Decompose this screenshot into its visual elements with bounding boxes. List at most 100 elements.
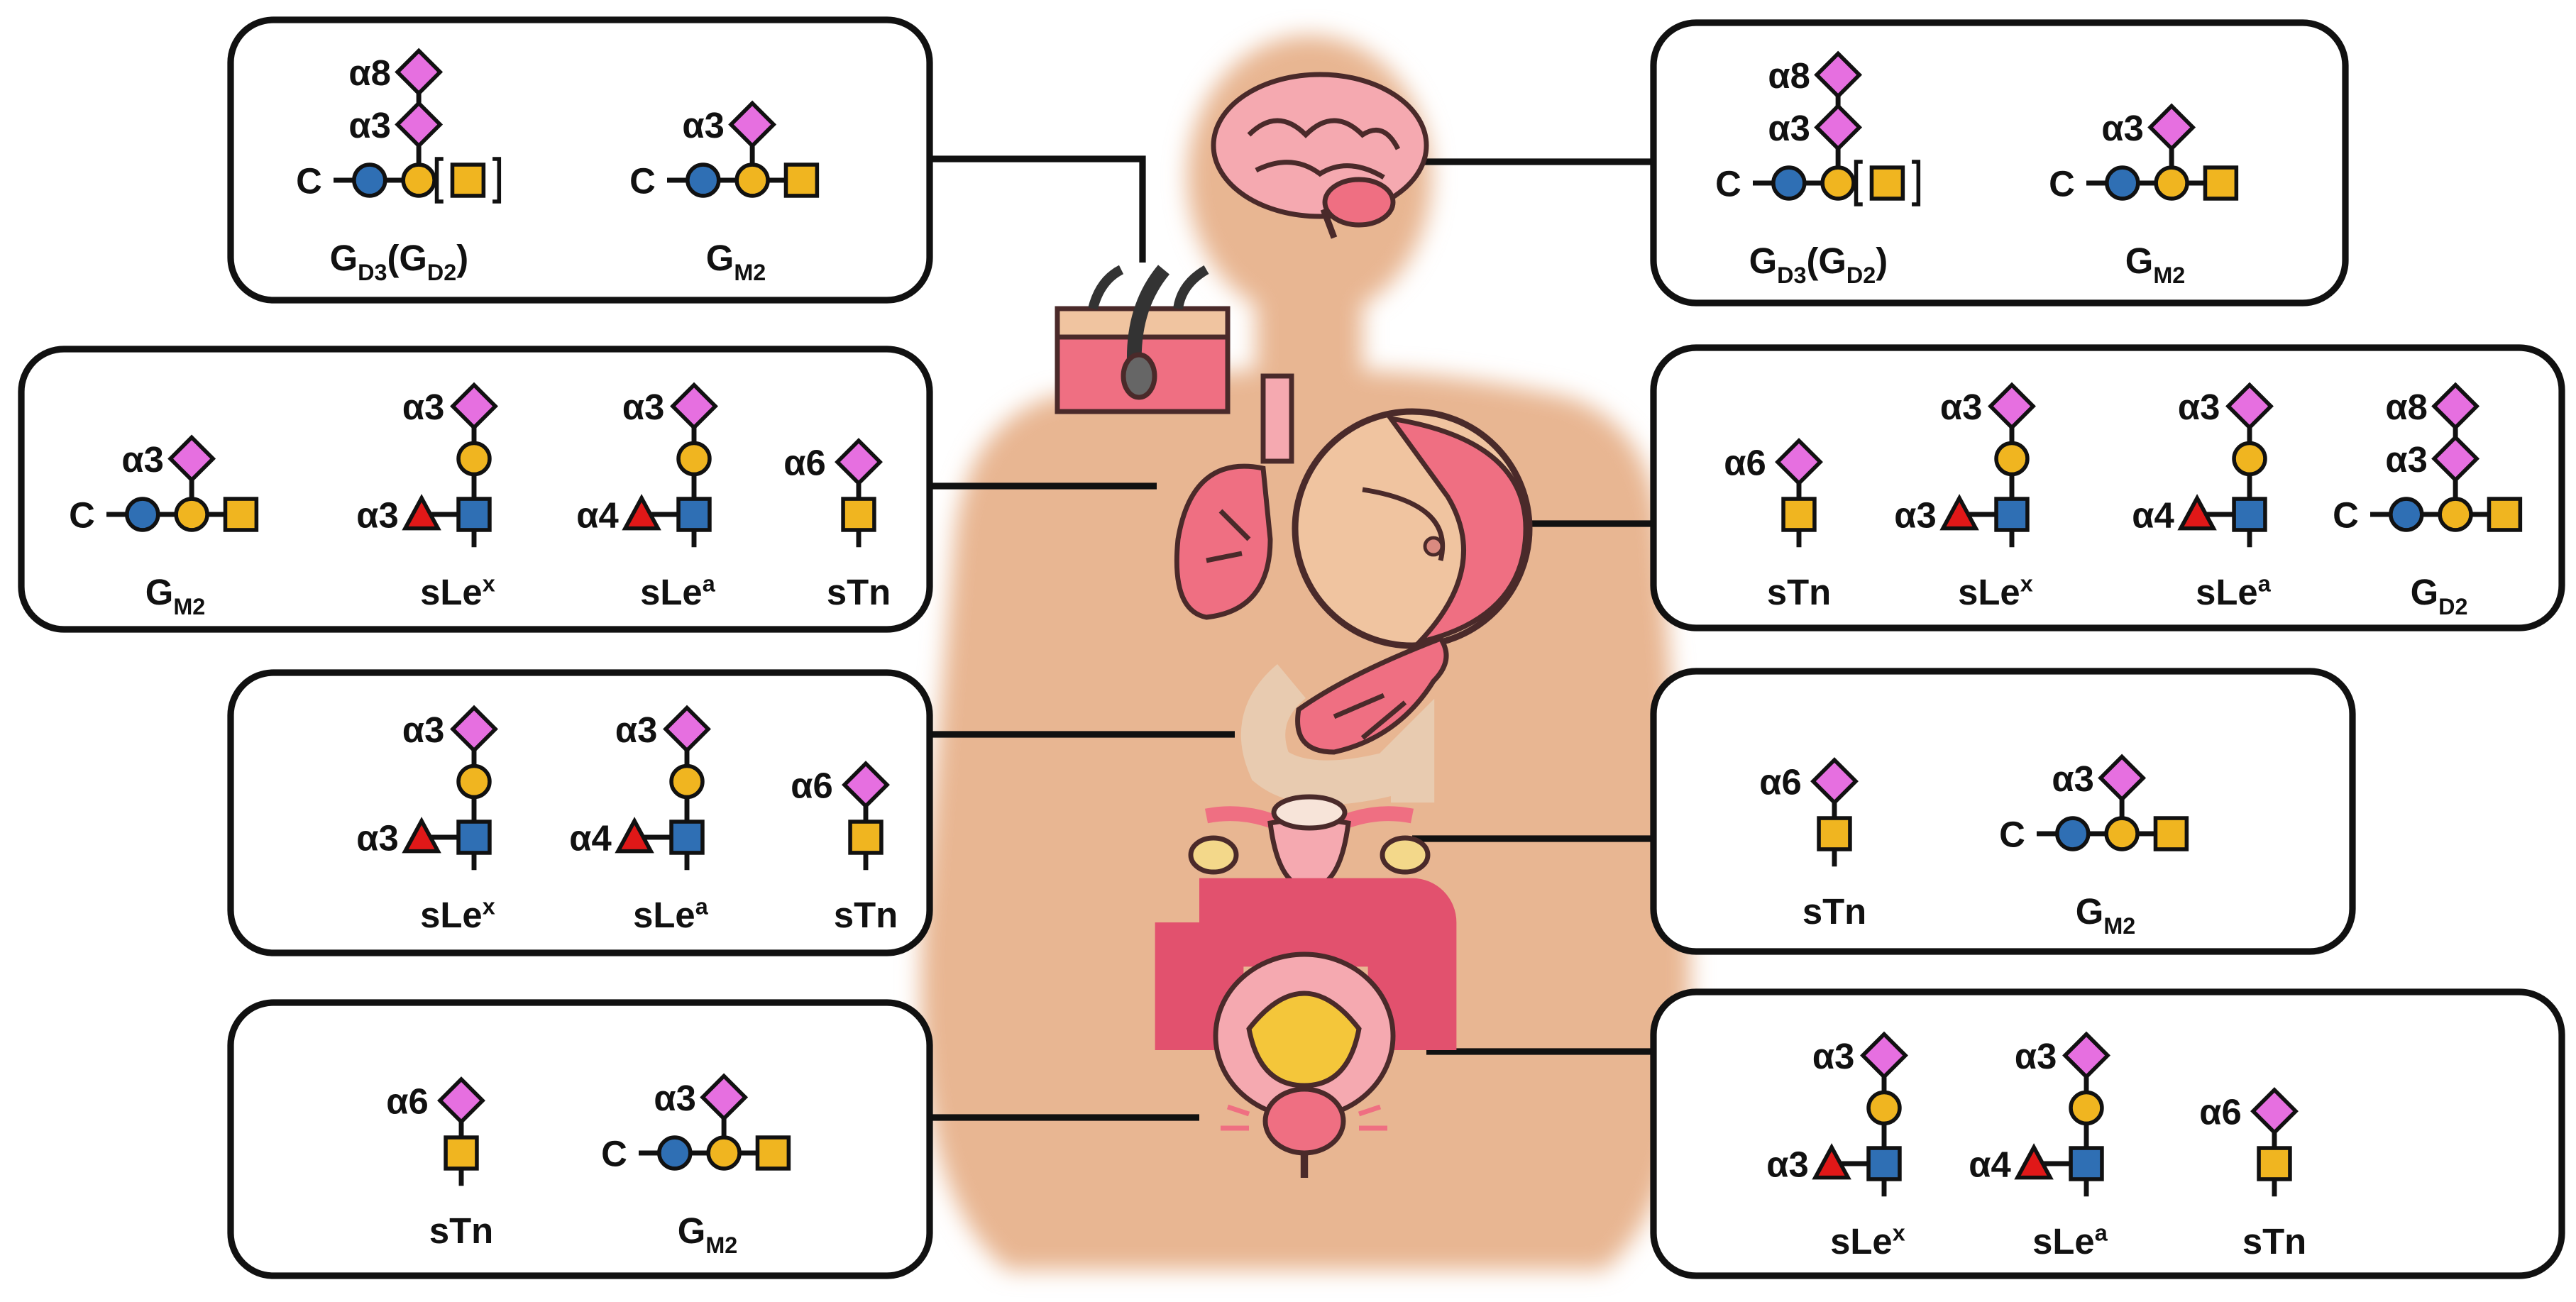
glucose-circle-icon	[1771, 165, 1807, 201]
ceramide-label: C	[2333, 495, 2359, 535]
galnac-square-icon	[223, 497, 259, 532]
glycan-name-subscript: M2	[705, 1232, 737, 1258]
sialic-acid-diamond-icon	[395, 100, 444, 149]
glycan-name-superscript: a	[703, 571, 716, 597]
linkage-alpha6-label: α6	[1759, 762, 1802, 802]
linkage-alpha3-label: α3	[1812, 1036, 1855, 1076]
panel-prostate	[227, 999, 933, 1279]
glycan-name-main: sLe	[2032, 1221, 2095, 1262]
linkage-alpha6-label: α6	[2199, 1092, 2242, 1132]
sialic-acid-diamond-icon	[663, 705, 711, 754]
linkage-alpha3-label: α3	[121, 439, 164, 480]
glycan-name-superscript: x	[483, 894, 495, 920]
linkage-alpha8-label: α8	[1768, 55, 1810, 96]
panel-skin	[227, 16, 933, 304]
galnac-square-icon	[444, 1135, 479, 1171]
glcnac-square-icon	[456, 497, 492, 532]
glycan-name-main: sTn	[1802, 891, 1866, 932]
sialic-acid-diamond-icon	[1814, 50, 1863, 99]
glycan-name-main: G	[2125, 241, 2154, 281]
glucose-circle-icon	[2389, 497, 2424, 532]
sialic-acid-diamond-icon	[437, 1076, 485, 1125]
brain-icon	[1211, 72, 1429, 239]
glycan-name-label: sLex	[420, 894, 495, 935]
organ-icons	[1055, 72, 1533, 1178]
linkage-alpha3-label: α3	[402, 710, 445, 750]
glycan-name-main: sTn	[1767, 572, 1831, 612]
glycan-name-subscript: D2	[427, 260, 456, 285]
glycan-name-main: G	[330, 238, 358, 278]
glycan-name-label: GD3(GD2)	[330, 238, 469, 285]
glycan-name-superscript: x	[483, 571, 495, 597]
glycan-name-label: sTn	[2242, 1221, 2306, 1262]
glycan-name-label: GM2	[2076, 891, 2135, 939]
galnac-square-icon	[848, 820, 884, 855]
glucose-circle-icon	[657, 1135, 693, 1171]
glycan-stn: α6 sTn	[2199, 1087, 2306, 1262]
fucose-triangle-icon	[622, 494, 661, 531]
glycan-name-main: sLe	[2196, 572, 2258, 612]
glycan-name-label: sLea	[2032, 1220, 2108, 1262]
galactose-circle-icon	[734, 162, 770, 198]
sialic-acid-diamond-icon	[2431, 382, 2480, 431]
glcnac-square-icon	[676, 497, 712, 532]
sialic-acid-diamond-icon	[670, 382, 718, 431]
glycan-name-main: )	[1876, 241, 1888, 281]
glycan-name-subscript: D3	[358, 260, 387, 285]
galnac-square-icon	[450, 162, 486, 198]
breast-icon	[1292, 408, 1533, 649]
panel-colon	[1650, 988, 2565, 1279]
glycan-name-label: GM2	[706, 238, 766, 285]
galactose-circle-icon	[2232, 441, 2267, 477]
glycan-name-subscript: M2	[173, 594, 205, 619]
glucose-circle-icon	[352, 162, 387, 198]
glycan-name-superscript: x	[1893, 1220, 1905, 1246]
ceramide-label: C	[2049, 163, 2075, 204]
glucose-circle-icon	[2055, 816, 2091, 851]
glcnac-square-icon	[1866, 1146, 1902, 1181]
glycan-name-subscript: D2	[1846, 263, 1876, 288]
glycan-name-label: sTn	[429, 1210, 493, 1251]
glycan-name-main: G	[2076, 891, 2104, 932]
glycan-name-main: sLe	[420, 572, 483, 612]
linkage-alpha3-label: α3	[682, 105, 725, 145]
linkage-alpha4-label: α4	[2132, 495, 2174, 535]
glycan-name-label: GM2	[145, 572, 205, 619]
panel-pancreas	[227, 669, 933, 956]
pancreas-icon	[1240, 635, 1449, 805]
skin-hair-follicle-icon	[1055, 265, 1231, 414]
glycan-name-subscript: D3	[1777, 263, 1806, 288]
glycan-name-label: sLea	[633, 894, 709, 935]
glycan-name-main: sLe	[640, 572, 703, 612]
glucose-circle-icon	[125, 497, 160, 532]
glycan-name-main: sTn	[827, 572, 891, 612]
fucose-triangle-icon	[402, 494, 441, 531]
linkage-alpha4-label: α4	[1969, 1144, 2011, 1184]
galactose-circle-icon	[2104, 816, 2140, 851]
sialic-acid-diamond-icon	[2225, 382, 2274, 431]
sialic-acid-diamond-icon	[167, 434, 216, 483]
linkage-alpha3-label: α3	[2385, 439, 2428, 480]
linkage-alpha3-label: α3	[2101, 108, 2144, 148]
ceramide-label: C	[69, 495, 95, 535]
galnac-square-icon	[2153, 816, 2189, 851]
fucose-triangle-icon	[1939, 494, 1979, 531]
fucose-triangle-icon	[2014, 1143, 2054, 1180]
silhouette-neck	[1256, 298, 1363, 376]
galnac-square-icon	[2203, 165, 2239, 201]
glycan-name-label: sTn	[834, 895, 898, 935]
sialic-acid-diamond-icon	[2098, 754, 2147, 802]
glycan-stn: α6 sTn	[1759, 757, 1866, 932]
linkage-alpha3-label: α3	[2052, 758, 2094, 799]
glycan-name-label: GM2	[678, 1210, 737, 1258]
